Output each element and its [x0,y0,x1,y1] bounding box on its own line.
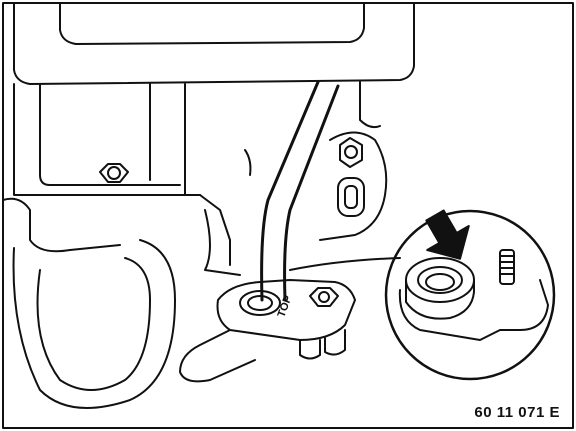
lower-housing [2,149,252,409]
figure-code: 60 11 071 E [474,404,560,421]
hex-bolt [99,163,129,183]
detail-callout [384,209,556,381]
wrench-adapter [179,279,356,383]
arrow-icon [425,209,470,260]
leader-line [289,257,401,271]
wrench-handle [260,80,340,302]
chain-guide [319,131,388,241]
engine-housing [13,2,415,196]
